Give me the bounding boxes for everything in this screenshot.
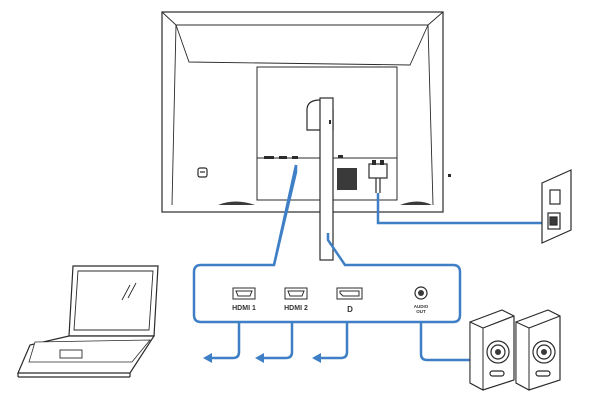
dp-arrow	[319, 322, 349, 360]
hdmi-port-icon	[284, 287, 308, 300]
audio-jack-icon	[414, 286, 428, 300]
wall-outlet-icon	[541, 169, 572, 244]
hdmi1-label: HDMI 1	[232, 305, 256, 312]
hdmi-port-icon	[232, 287, 256, 300]
arrow-left-icon	[255, 353, 264, 363]
monitor-stand	[306, 97, 334, 261]
hdmi1-arrow	[210, 322, 241, 360]
audio-out-label-line1: AUDIO	[413, 304, 429, 309]
monitor-back	[161, 11, 451, 213]
power-cable	[376, 193, 546, 225]
audio-cable	[419, 322, 470, 362]
displayport-icon	[336, 287, 363, 300]
speaker-icon	[469, 309, 515, 391]
arrow-left-icon	[312, 353, 321, 363]
power-plug-icon	[368, 160, 388, 193]
displayport-label: D	[347, 305, 353, 314]
laptop-icon	[17, 265, 159, 378]
speaker-icon	[515, 309, 561, 391]
hdmi2-arrow	[262, 322, 294, 360]
hdmi2-label: HDMI 2	[284, 305, 308, 312]
arrow-left-icon	[203, 353, 212, 363]
port-panel-outline	[192, 165, 462, 324]
audio-out-label-line2: OUT	[416, 309, 426, 314]
cable-to-panel	[272, 164, 298, 266]
